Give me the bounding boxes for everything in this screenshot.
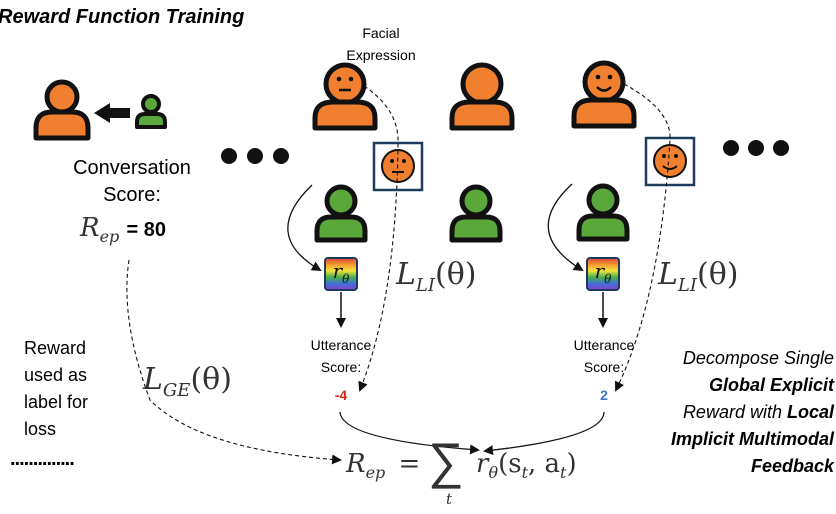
rep-subscript: ep	[99, 227, 120, 247]
conversation-line2: Score:	[103, 184, 161, 206]
loss-symbol: L	[658, 257, 678, 292]
utterance-score-right: Utterance Score: 2	[556, 334, 652, 406]
rep-symbol: R	[80, 213, 100, 243]
person-green-icon	[135, 94, 167, 129]
person-orange-icon	[33, 79, 91, 141]
utterance-line2: Score:	[320, 359, 362, 375]
conversation-score-value: Rep = 80	[80, 212, 166, 246]
loss-symbol: L	[143, 362, 163, 397]
summation-subscript: t	[446, 490, 453, 508]
loss-arg: (θ)	[697, 257, 739, 292]
global-loss-dashed-arrow	[126, 259, 342, 465]
loss-symbol: L	[396, 257, 416, 292]
side-note-line: Reward	[24, 338, 87, 358]
utterance-score-value-negative: -4	[334, 387, 348, 403]
loss-subscript: LI	[677, 275, 697, 296]
person-green-icon	[449, 184, 503, 243]
score-to-sum-arrow	[483, 411, 605, 456]
right-note-line: Implicit Multimodal	[670, 429, 834, 449]
score-value: = 80	[126, 219, 167, 241]
loss-arg: (θ)	[190, 362, 232, 397]
right-note-line: Reward with Local	[682, 402, 834, 422]
loss-arg: (θ)	[435, 257, 477, 292]
local-loss-dashed-arrow	[615, 83, 671, 392]
side-note-line: label for	[24, 392, 89, 412]
global-loss-label: LGE(θ)	[143, 362, 232, 401]
ellipsis-dots-icon	[723, 140, 789, 156]
ellipsis-dots-icon	[221, 148, 289, 164]
person-green-icon	[576, 183, 630, 242]
diagram-title: Reward Function Training	[0, 6, 245, 28]
loss-subscript: LI	[415, 275, 435, 296]
right-note-line: Feedback	[750, 456, 834, 476]
person-orange-icon	[312, 62, 378, 131]
local-loss-right: LLI(θ)	[658, 257, 738, 296]
side-note: Reward used as label for loss	[24, 335, 88, 443]
side-note-line: loss	[24, 419, 57, 439]
context-to-model-arrow	[547, 183, 584, 272]
utterance-line1: Utterance	[573, 337, 635, 353]
dotted-line: ..............	[10, 448, 75, 470]
reward-model-symbol-right: rθ	[594, 259, 612, 286]
rainbow-reward-model-icon	[324, 257, 358, 291]
side-note-line: used as	[24, 365, 88, 385]
score-to-sum-arrow	[339, 411, 480, 455]
local-loss-left: LLI(θ)	[396, 257, 476, 296]
context-to-model-arrow	[287, 184, 322, 272]
summation-sign: ∑	[428, 433, 464, 489]
right-note-line: Decompose Single	[682, 348, 834, 368]
person-orange-icon	[449, 62, 515, 131]
utterance-line2: Score:	[583, 359, 625, 375]
right-note: Decompose Single Global Explicit Reward …	[600, 345, 834, 480]
utterance-score-left: Utterance Score: -4	[293, 334, 389, 406]
loss-subscript: GE	[162, 380, 191, 401]
equation-rhs: rθ(st, at)	[476, 449, 577, 483]
right-note-line: Global Explicit	[708, 375, 834, 395]
person-green-icon	[314, 184, 368, 243]
arrow-left-icon	[94, 103, 130, 123]
equation-lhs: Rep =	[346, 449, 421, 483]
utterance-score-value-positive: 2	[600, 387, 608, 403]
utterance-line1: Utterance	[310, 337, 372, 353]
conversation-line1: Conversation	[73, 157, 191, 179]
conversation-score-label: Conversation Score:	[47, 155, 217, 209]
person-orange-icon	[571, 60, 637, 129]
rainbow-reward-model-icon	[586, 257, 620, 291]
reward-model-symbol-left: rθ	[332, 259, 350, 286]
facial-expression-label: Facial Expression	[346, 25, 416, 63]
smile-face-icon	[644, 136, 696, 187]
neutral-face-icon	[372, 141, 424, 192]
